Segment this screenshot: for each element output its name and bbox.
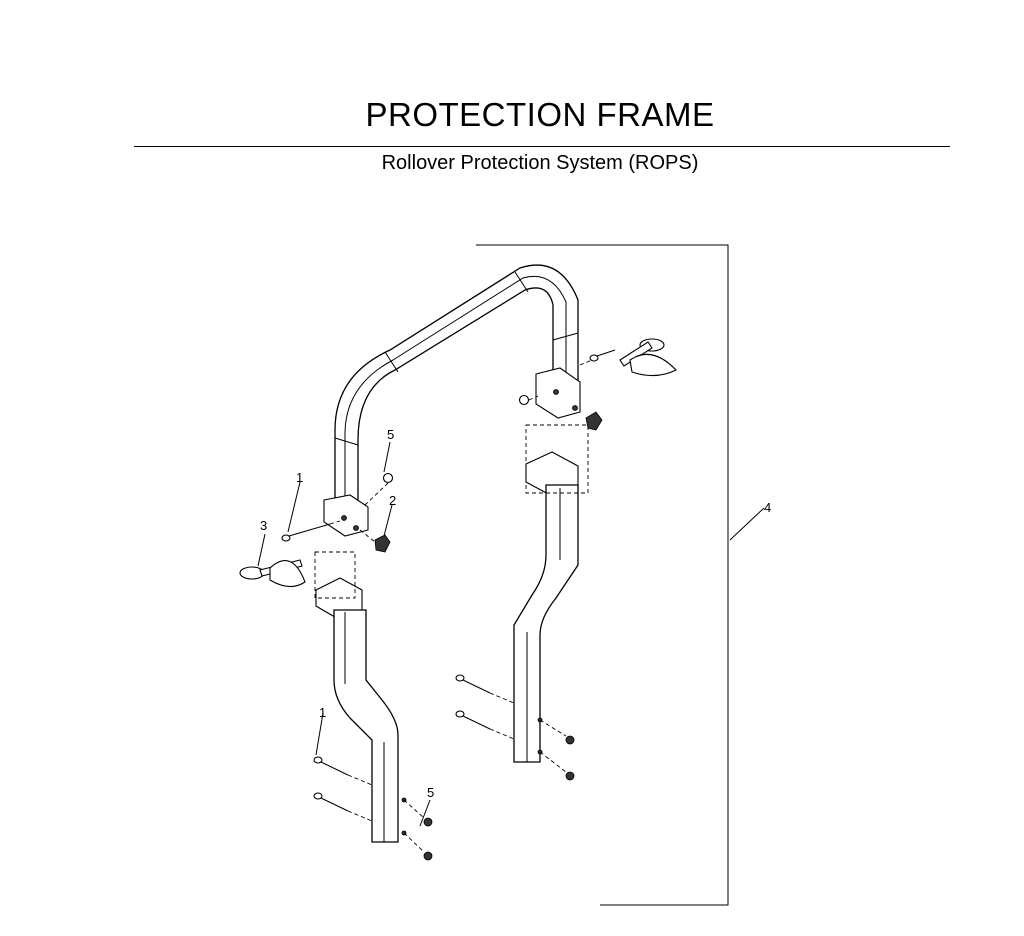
lower-left-nuts: [403, 799, 433, 861]
upper-right-nut: [518, 394, 539, 406]
right-lower-post: [513, 451, 579, 763]
page-subtitle: Rollover Protection System (ROPS): [381, 152, 699, 174]
left-lower-post: [315, 577, 407, 843]
callout-5-upper: 5: [387, 427, 394, 442]
upper-left-nut: [364, 472, 394, 506]
right-alignment-guide: [525, 424, 589, 494]
right-knob: [585, 411, 603, 431]
callout-4: 4: [764, 500, 771, 515]
lower-right-bolts: [455, 674, 515, 740]
callout-3: 3: [260, 518, 267, 533]
lower-left-bolts: [313, 756, 373, 822]
page-title: PROTECTION FRAME: [365, 96, 715, 133]
upper-left-bolt: [281, 520, 341, 542]
left-alignment-guide: [314, 551, 356, 599]
right-hitch-pin: [619, 338, 677, 377]
title-divider: [134, 146, 950, 147]
callout-leaders: [257, 441, 431, 827]
upper-right-mount-plate: [535, 367, 581, 419]
lower-right-nuts: [539, 719, 575, 781]
callout-1-lower: 1: [319, 705, 326, 720]
upper-right-bolt: [579, 349, 616, 366]
left-hitch-pin: [239, 559, 306, 588]
left-knob: [359, 529, 391, 553]
callout-2: 2: [389, 493, 396, 508]
assembly-bracket: [476, 244, 765, 906]
upper-left-mount-plate: [323, 494, 369, 537]
callout-5-lower: 5: [427, 785, 434, 800]
callout-1-upper: 1: [296, 470, 303, 485]
upper-hoop: [334, 264, 579, 511]
